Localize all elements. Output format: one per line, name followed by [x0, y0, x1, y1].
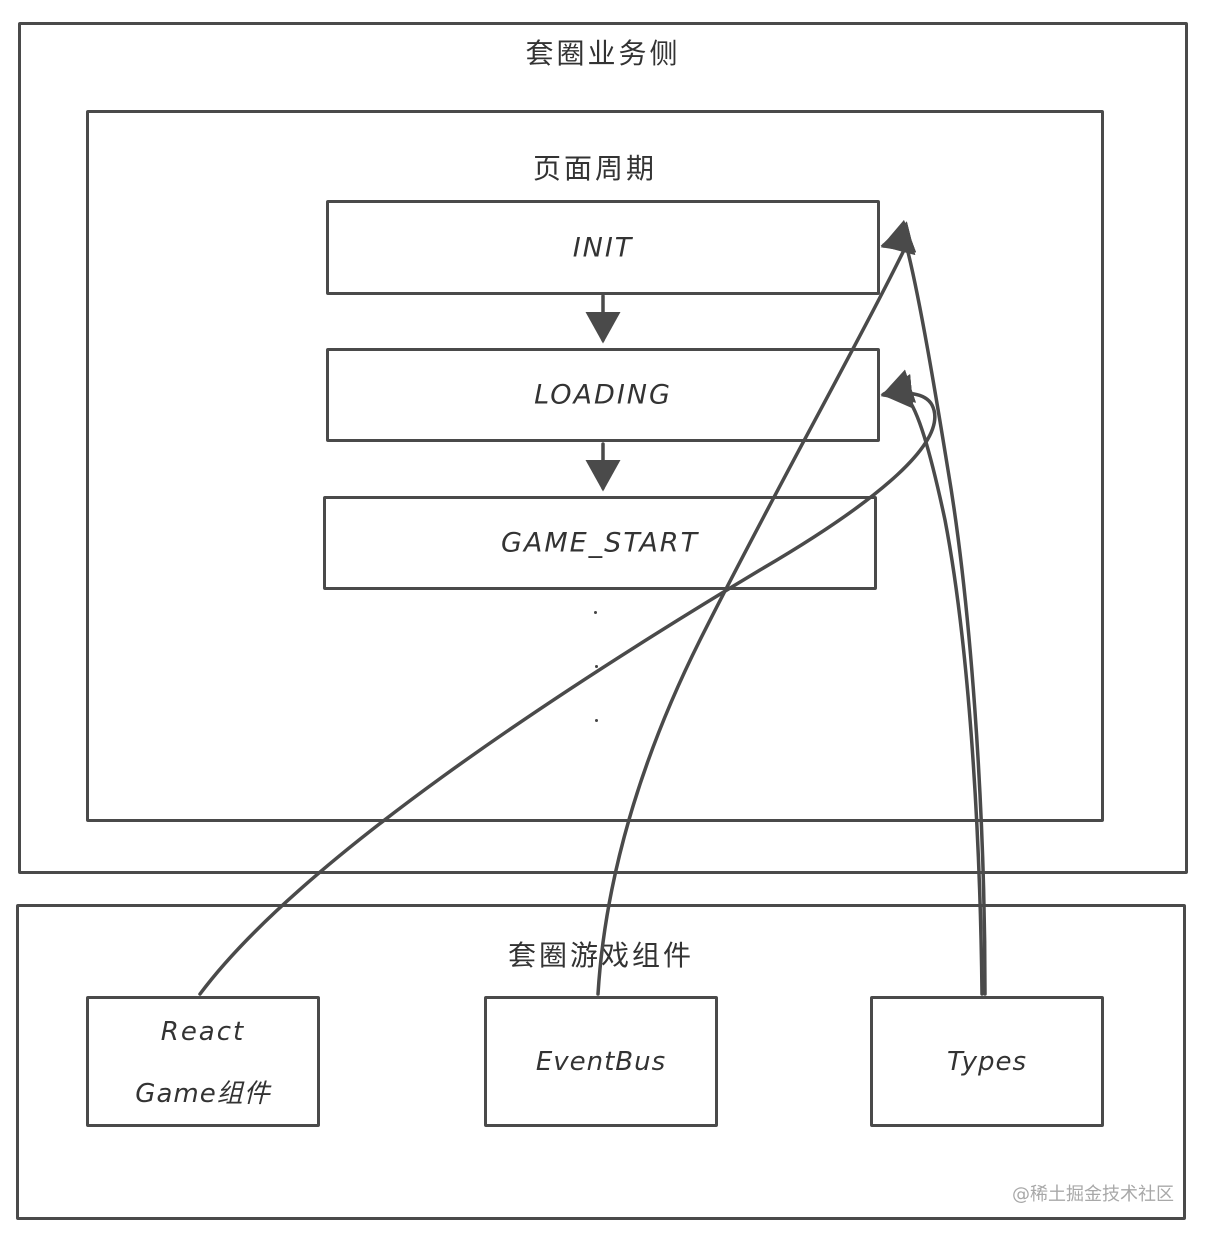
react-game-label-line2: Game组件	[135, 1079, 271, 1109]
react-game-component-box: React Game组件	[86, 996, 320, 1127]
stage-init-box: INIT	[326, 200, 880, 295]
page-lifecycle-title: 页面周期	[532, 152, 657, 185]
business-side-title: 套圈业务侧	[525, 37, 681, 70]
react-game-label-line1: React	[160, 1017, 246, 1047]
game-component-title: 套圈游戏组件	[507, 939, 694, 972]
event-bus-box: EventBus	[484, 996, 718, 1127]
stage-game-start-label: GAME_START	[500, 527, 700, 559]
stage-loading-label: LOADING	[534, 379, 672, 411]
stage-loading-box: LOADING	[326, 348, 880, 442]
stage-init-label: INIT	[572, 232, 634, 263]
watermark-text: @稀土掘金技术社区	[1012, 1184, 1174, 1205]
event-bus-label: EventBus	[535, 1046, 667, 1077]
types-box: Types	[870, 996, 1104, 1127]
stage-game-start-box: GAME_START	[323, 496, 877, 590]
types-label: Types	[946, 1046, 1028, 1077]
